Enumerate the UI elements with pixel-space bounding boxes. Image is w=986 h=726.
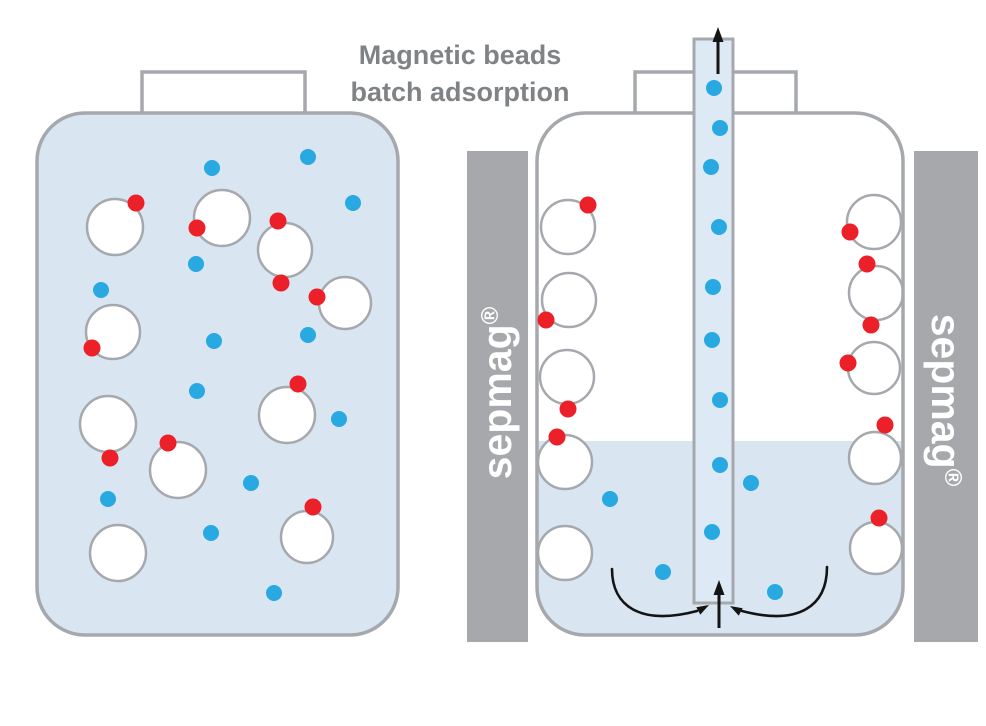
magnetic-bead: [536, 524, 594, 582]
magnetic-bead: [847, 430, 903, 486]
batch-beads-group: [78, 188, 373, 583]
bound-target-dot: [289, 375, 307, 393]
free-target-dot: [189, 383, 205, 399]
circulation-arrow-left: [610, 567, 699, 618]
magnetic-bead: [847, 264, 905, 322]
bound-target-dot: [876, 416, 894, 434]
bound-target-dot: [83, 339, 101, 357]
free-target-dot: [300, 327, 316, 343]
circulation-arrow-left-head: [696, 605, 709, 615]
bound-target-dot: [862, 316, 880, 334]
tube-target-dot: [705, 279, 721, 295]
free-target-dot: [602, 491, 618, 507]
magnetic-bead: [848, 520, 904, 576]
diagram-title-line1: Magnetic beads: [359, 40, 562, 70]
riser-tube: [692, 37, 735, 605]
bound-target-dot: [159, 434, 177, 452]
bound-target-dot: [559, 400, 577, 418]
free-target-dot: [206, 333, 222, 349]
magnet-right: [914, 151, 978, 642]
bound-target-dot: [839, 354, 857, 372]
circulation-arrow-right-head: [730, 606, 743, 616]
bound-target-dot: [308, 288, 326, 306]
bound-target-dot: [304, 498, 322, 516]
free-target-dot: [655, 564, 671, 580]
bound-target-dot: [127, 194, 145, 212]
intake-arrow-head: [713, 580, 725, 595]
magnetic-bead: [317, 275, 373, 331]
free-target-dot: [93, 282, 109, 298]
free-target-dot: [345, 195, 361, 211]
magnetic-bead: [279, 509, 335, 565]
bound-target-dot: [272, 274, 290, 292]
magnetic-bead: [539, 198, 597, 256]
tube-target-dot: [712, 457, 728, 473]
magnetic-bead: [148, 440, 208, 500]
magnetic-bead: [538, 348, 596, 406]
bound-target-dot: [870, 509, 888, 527]
sepmag-free-targets-group: [602, 475, 783, 600]
free-target-dot: [100, 491, 116, 507]
bound-target-dot: [858, 255, 876, 273]
magnetic-bead: [257, 385, 317, 445]
magnetic-bead: [540, 271, 598, 329]
bound-target-dot: [101, 449, 119, 467]
batch-vessel-cap: [140, 70, 307, 117]
magnetic-bead: [845, 193, 903, 251]
bound-target-dot: [841, 223, 859, 241]
bound-target-dot: [548, 428, 566, 446]
free-target-dot: [204, 160, 220, 176]
free-target-dot: [266, 585, 282, 601]
magnetic-bead: [256, 221, 314, 279]
magnetic-bead: [78, 394, 138, 454]
tube-targets-group: [703, 80, 728, 540]
magnetic-bead: [192, 188, 252, 248]
batch-free-targets-group: [93, 149, 361, 601]
sepmag-beads-group: [536, 193, 905, 582]
batch-bound-targets-group: [83, 194, 326, 516]
batch-vessel: [35, 70, 400, 637]
tube-target-dot: [711, 219, 727, 235]
bound-target-dot: [269, 212, 287, 230]
magnetic-bead: [88, 523, 148, 583]
circulation-arrow-right: [740, 565, 829, 618]
magnetic-bead: [536, 433, 594, 491]
free-target-dot: [300, 149, 316, 165]
magnetic-bead: [85, 197, 145, 257]
tube-target-dot: [704, 332, 720, 348]
free-target-dot: [331, 411, 347, 427]
tube-target-dot: [706, 80, 722, 96]
bound-target-dot: [537, 311, 555, 329]
free-target-dot: [203, 525, 219, 541]
diagram-title-line2: batch adsorption: [350, 77, 569, 107]
bound-target-dot: [188, 219, 206, 237]
sepmag-vessel: sepmag® sepmag®: [467, 27, 978, 642]
free-target-dot: [243, 475, 259, 491]
magnet-right-label: sepmag®: [923, 314, 969, 487]
sepmag-bound-targets-group: [537, 196, 894, 527]
magnet-left: [467, 151, 528, 642]
bound-target-dot: [579, 196, 597, 214]
free-target-dot: [188, 256, 204, 272]
tube-target-dot: [712, 120, 728, 136]
free-target-dot: [743, 475, 759, 491]
tube-target-dot: [703, 159, 719, 175]
free-target-dot: [767, 584, 783, 600]
outflow-arrow-head: [712, 27, 724, 42]
magnet-left-label: sepmag®: [474, 306, 520, 479]
tube-target-dot: [712, 392, 728, 408]
magnetic-bead: [846, 340, 902, 396]
tube-target-dot: [704, 524, 720, 540]
